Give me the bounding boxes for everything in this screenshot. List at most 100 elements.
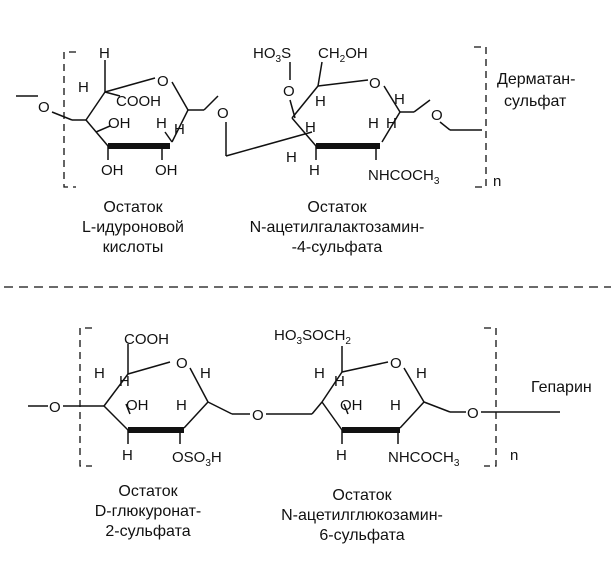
repeat-count: n bbox=[510, 447, 518, 464]
heparin-panel: O O COOH H H H OH H H OSO3H bbox=[28, 327, 592, 544]
repeat-count: n bbox=[493, 173, 501, 190]
h-atom: H bbox=[390, 397, 401, 414]
h-atom: H bbox=[386, 115, 397, 132]
h-atom: H bbox=[176, 397, 187, 414]
bond bbox=[125, 403, 131, 415]
oh-group: OH bbox=[108, 115, 131, 132]
oh-group: OH bbox=[101, 162, 124, 179]
iduronic-acid-ring: O H H COOH OH H H OH OH bbox=[78, 45, 189, 179]
residue-caption: Остаток bbox=[103, 199, 163, 216]
h-atom: H bbox=[314, 365, 325, 382]
h-atom: H bbox=[416, 365, 427, 382]
residue-caption: L-идуроновой bbox=[82, 219, 184, 236]
bond bbox=[95, 125, 111, 133]
residue-caption: -4-сульфата bbox=[292, 239, 383, 256]
h-atom: H bbox=[200, 365, 211, 382]
ring-bond bbox=[171, 109, 189, 143]
left-oxygen: O bbox=[38, 99, 50, 116]
bond bbox=[104, 91, 121, 97]
bond bbox=[51, 111, 73, 121]
ring-oxygen: O bbox=[176, 355, 188, 372]
ring-bond bbox=[317, 79, 369, 87]
bond bbox=[289, 99, 296, 119]
residue-caption: 2-сульфата bbox=[105, 523, 190, 540]
bond bbox=[439, 121, 451, 131]
ch2oh-group: CH2OH bbox=[318, 45, 368, 65]
residue-caption: 6-сульфата bbox=[319, 527, 404, 544]
bond bbox=[343, 403, 349, 415]
bond bbox=[203, 95, 219, 111]
h-atom: H bbox=[336, 447, 347, 464]
ring-bond bbox=[291, 117, 317, 147]
ring-bond bbox=[85, 91, 106, 121]
ring-bond bbox=[403, 367, 425, 403]
bond bbox=[311, 401, 323, 415]
bridge-oxygen: O bbox=[217, 105, 229, 122]
ring-bond bbox=[171, 81, 189, 111]
ring-bond bbox=[341, 361, 389, 373]
h-atom: H bbox=[156, 115, 167, 132]
ring-bond bbox=[381, 111, 401, 143]
left-oxygen: O bbox=[49, 399, 61, 416]
ring-bond bbox=[399, 401, 425, 429]
cooh-group: COOH bbox=[124, 331, 169, 348]
glucosamine-ring: O HO3SOCH2 H H H OH H H NHCOCH3 bbox=[274, 327, 460, 469]
residue-caption: D-глюкуронат- bbox=[95, 503, 202, 520]
residue-caption: кислоты bbox=[103, 239, 164, 256]
right-oxygen: O bbox=[431, 107, 443, 124]
ring-bond bbox=[321, 371, 343, 403]
ring-bond bbox=[104, 77, 156, 93]
bond bbox=[164, 131, 173, 143]
left-bracket bbox=[63, 51, 76, 188]
bond bbox=[317, 61, 323, 87]
h-atom: H bbox=[286, 149, 297, 166]
h-atom: H bbox=[99, 45, 110, 62]
right-bracket bbox=[484, 327, 497, 467]
glucuronate-ring: O COOH H H H OH H H OSO3H bbox=[94, 331, 222, 469]
cooh-group: COOH bbox=[116, 93, 161, 110]
nhcoch3-group: NHCOCH3 bbox=[368, 167, 440, 187]
h-atom: H bbox=[305, 119, 316, 136]
residue-caption: N-ацетилгалактозамин- bbox=[250, 219, 425, 236]
ring-bond bbox=[183, 401, 209, 429]
ho3soch2-group: HO3SOCH2 bbox=[274, 327, 351, 347]
h-atom: H bbox=[368, 115, 379, 132]
oh-group: OH bbox=[155, 162, 178, 179]
ring-bond bbox=[103, 373, 129, 407]
ho3s-group: HO3S bbox=[253, 45, 291, 65]
h-atom: H bbox=[174, 121, 185, 138]
ring-oxygen: O bbox=[369, 75, 381, 92]
h-atom: H bbox=[122, 447, 133, 464]
bond bbox=[207, 401, 233, 415]
oh-group: OH bbox=[126, 397, 149, 414]
bond bbox=[413, 99, 431, 113]
ring-oxygen: O bbox=[390, 355, 402, 372]
ring-bond bbox=[291, 85, 319, 119]
left-bracket bbox=[79, 327, 92, 467]
h-atom: H bbox=[78, 79, 89, 96]
oh-group: OH bbox=[340, 397, 363, 414]
polymer-name-line2: сульфат bbox=[504, 93, 567, 110]
residue-caption: Остаток bbox=[118, 483, 178, 500]
ring-oxygen: O bbox=[157, 73, 169, 90]
h-atom: H bbox=[394, 91, 405, 108]
ring-bond bbox=[85, 119, 109, 147]
residue-caption: Остаток bbox=[332, 487, 392, 504]
h-atom: H bbox=[119, 373, 130, 390]
ring-bond bbox=[321, 401, 343, 431]
sulfate-oxygen: O bbox=[283, 83, 295, 100]
h-atom: H bbox=[94, 365, 105, 382]
bridge-oxygen: O bbox=[252, 407, 264, 424]
dermatan-sulfate-panel: O O H H COOH OH H H OH OH bbox=[16, 45, 575, 256]
ring-bond bbox=[189, 367, 209, 403]
h-atom: H bbox=[309, 162, 320, 179]
h-atom: H bbox=[315, 93, 326, 110]
ring-bond bbox=[103, 405, 129, 431]
ring-bond bbox=[127, 361, 171, 375]
right-bracket bbox=[474, 46, 487, 188]
ring-bond bbox=[383, 85, 401, 113]
nhcoch3-group: NHCOCH3 bbox=[388, 449, 460, 469]
galactosamine-ring: O HO3S O CH2OH H H H H H H H NHCOCH3 bbox=[253, 45, 440, 187]
